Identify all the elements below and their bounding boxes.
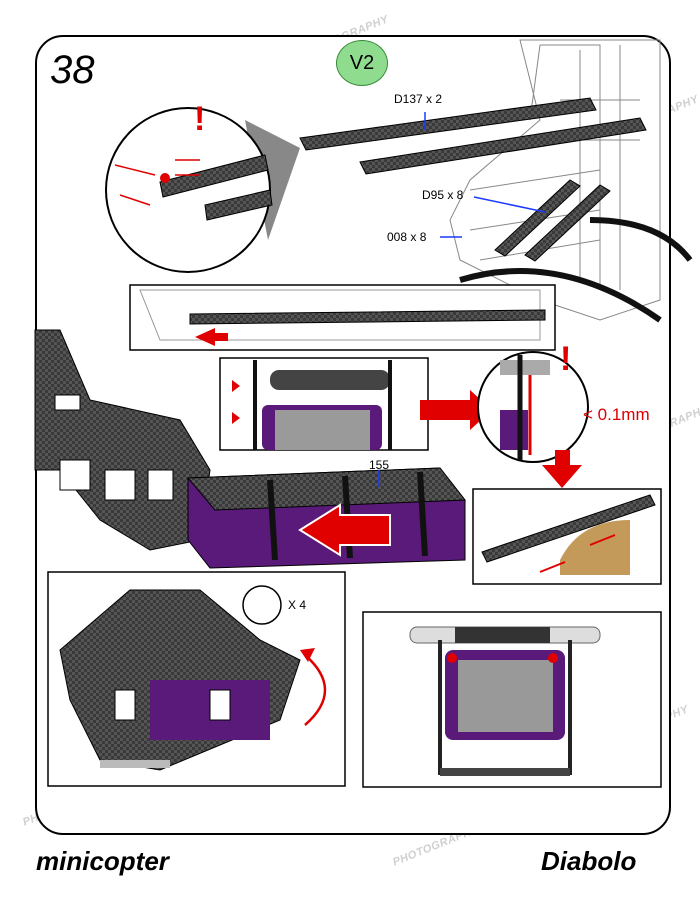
velcro-strap-panel [472,488,662,585]
d95-strip [494,179,611,262]
washer-icon [242,585,282,625]
frame-line-art [449,39,661,321]
attention-mark: ! [194,100,206,138]
part-label-d137: D137 x 2 [394,92,443,106]
part-label-155: 155 [369,458,390,472]
version-badge: V2 [336,40,388,86]
bottom-left-panel [47,571,346,787]
magnifier-detail [105,107,300,273]
black-cable [459,217,693,323]
brand-left: minicopter [36,846,169,876]
side-plate-panel [129,284,556,351]
rail-detail-panel [219,357,429,451]
d137-strip [299,97,647,175]
frame-side-plate [34,329,211,551]
attention-mark: ! [560,340,572,378]
step-number: 38 [50,48,95,92]
direction-arrow-down [542,450,582,488]
direction-arrow-left [298,503,391,557]
brand-right: Diabolo [541,846,637,876]
tolerance-circle [477,351,589,463]
part-label-d95: D95 x 8 [422,188,464,202]
washer-count-label: X 4 [288,598,307,612]
part-label-008: 008 x 8 [387,230,427,244]
tolerance-label: < 0.1mm [583,405,650,424]
direction-arrow [420,390,492,430]
bottom-right-panel [362,611,662,788]
